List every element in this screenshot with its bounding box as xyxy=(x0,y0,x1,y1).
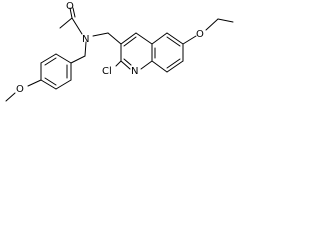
bond-ether-oxygen-ch2 xyxy=(205,18,219,31)
bond-benzo-b xyxy=(166,32,184,45)
bond-quin-e xyxy=(120,60,131,70)
atom-label-chloro: Cl xyxy=(102,66,112,77)
bond-benzo-e xyxy=(151,60,168,73)
bond-ring-chloro xyxy=(115,60,122,67)
bond-ring-ether-oxygen xyxy=(182,35,197,45)
bond-quin-inner-2 xyxy=(123,58,132,66)
bond-phenyl-inner-3 xyxy=(44,57,57,66)
atom-label-carbonyl-oxygen: O xyxy=(66,1,74,12)
bond-phenyl-b xyxy=(55,79,72,90)
bond-benzo-inner-1 xyxy=(166,36,181,47)
bond-methyl-carbonyl xyxy=(59,17,73,29)
bond-phenyl-inner-2 xyxy=(44,77,57,86)
atom-label-ethoxy-oxygen: O xyxy=(196,29,204,40)
bond-carbonyl-double-b xyxy=(72,7,76,18)
atom-label-methoxy-oxygen: O xyxy=(16,84,24,95)
bond-benzo-a xyxy=(151,32,168,45)
atom-labels: O N O Cl N O xyxy=(16,1,204,95)
atom-label-amide-nitrogen: N xyxy=(82,34,89,45)
atom-label-ring-nitrogen: N xyxy=(131,66,138,77)
bond-methylene-phenyl xyxy=(70,55,86,64)
bond-quin-inner-1 xyxy=(123,36,137,47)
bond-benzo-d xyxy=(166,60,184,73)
bond-quin-a xyxy=(120,32,137,45)
bond-phenyl-f xyxy=(55,53,72,64)
bond-nitrogen-methylene-right xyxy=(92,32,109,37)
bond-nitrogen-methylene-down xyxy=(84,41,87,57)
bond-benzo-inner-2 xyxy=(166,58,181,69)
bond-carbonyl-nitrogen xyxy=(71,17,83,35)
bond-ring-methoxy-oxygen xyxy=(27,79,42,87)
bond-methoxy-methyl xyxy=(5,92,16,102)
bonds xyxy=(5,7,234,102)
bond-quin-b xyxy=(135,32,153,45)
bond-quin-d xyxy=(140,60,153,70)
bond-ethyl xyxy=(217,18,234,23)
bond-methylene-quinoline xyxy=(107,32,122,45)
bond-phenyl-c xyxy=(40,79,57,90)
bond-carbonyl-double-a xyxy=(69,7,73,19)
structural-formula: O N O Cl N O xyxy=(5,1,234,102)
bond-phenyl-e xyxy=(40,53,57,64)
